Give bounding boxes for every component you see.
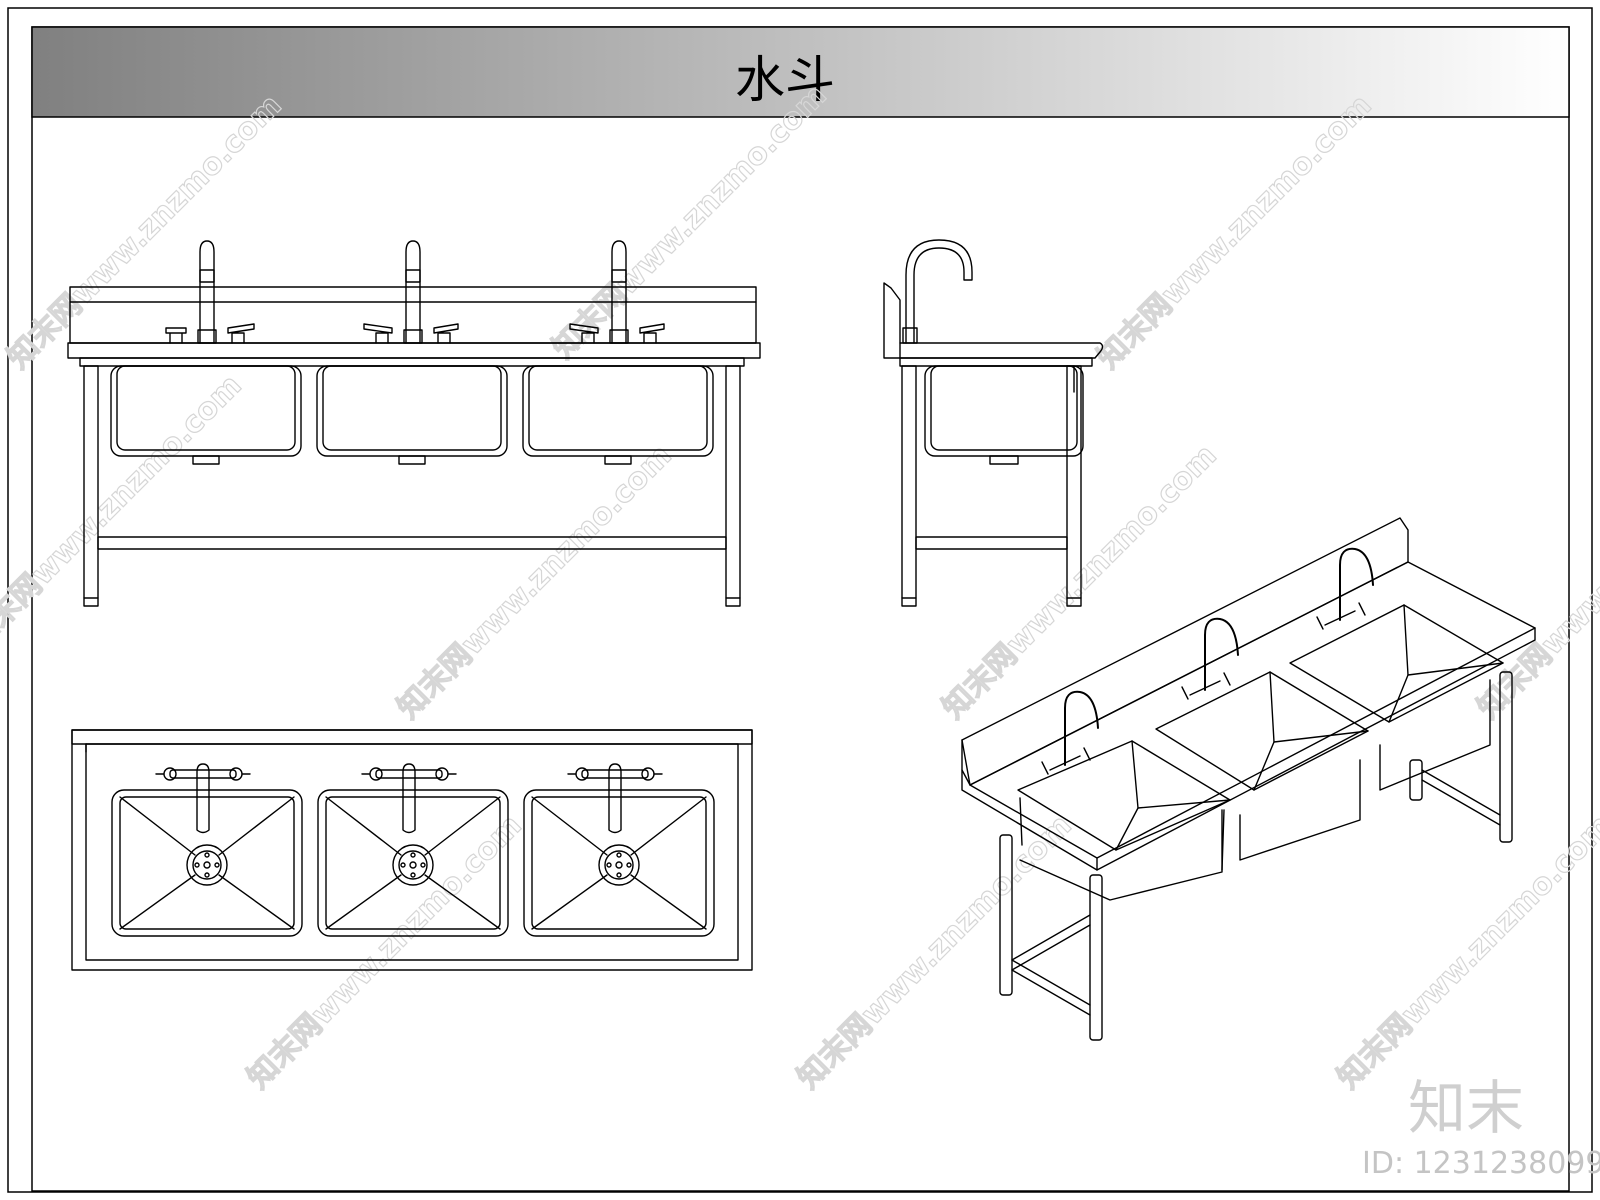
front-basin-2 [316, 365, 508, 465]
plan-basin-1 [111, 763, 303, 937]
outer-frame [7, 7, 1593, 1193]
iso-basin-2 [1155, 671, 1369, 861]
inner-frame [31, 26, 1570, 1192]
plan-basin-3 [523, 763, 715, 937]
iso-faucet-1 [1041, 690, 1099, 775]
watermark-text: 知末网www.znzmo.com [0, 368, 249, 656]
front-faucet-1 [165, 240, 255, 344]
plan-basin-2 [317, 763, 509, 937]
iso-faucet-3 [1316, 547, 1374, 630]
iso-faucet-2 [1181, 617, 1239, 700]
watermark-text: 知末网www.znzmo.com [1091, 88, 1379, 376]
watermark-text: 知末网www.znzmo.com [936, 438, 1224, 726]
front-faucet-3 [569, 240, 665, 344]
watermark-text: 知末网www.znzmo.com [1331, 808, 1600, 1096]
plan-view [71, 729, 753, 971]
watermark-text: 知末网www.znzmo.com [241, 808, 529, 1096]
iso-basin-1 [1017, 740, 1231, 901]
title-band [31, 26, 1570, 118]
iso-basin-3 [1289, 604, 1504, 791]
front-basin-1 [110, 365, 302, 465]
watermark-text: 知末网www.znzmo.com [1, 88, 289, 376]
front-elevation-view [67, 240, 761, 607]
watermark-id: ID: 1231238099 [1362, 1146, 1600, 1181]
watermark-text: 知末网www.znzmo.com [391, 438, 679, 726]
side-elevation-view [883, 239, 1104, 607]
front-basin-3 [522, 365, 714, 465]
watermark-logo: 知末 [1408, 1074, 1524, 1142]
isometric-view [961, 517, 1536, 1041]
watermark-text: 知末网www.znzmo.com [546, 78, 834, 366]
page-title: 水斗 [735, 51, 835, 109]
watermark-text: 知末网www.znzmo.com [791, 808, 1079, 1096]
front-faucet-2 [363, 240, 459, 344]
